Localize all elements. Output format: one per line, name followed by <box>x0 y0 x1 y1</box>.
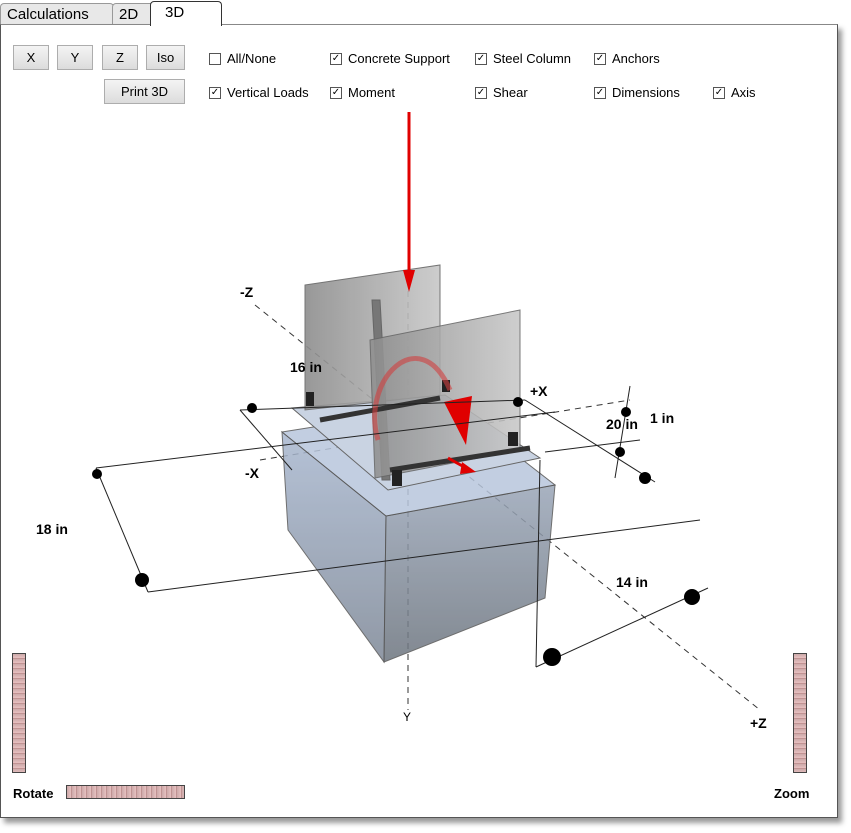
view-x-button[interactable]: X <box>13 45 49 70</box>
axis-label-pos-x: +X <box>530 383 548 399</box>
checkbox-dimensions[interactable]: ✓Dimensions <box>594 85 680 100</box>
checkbox-label: Vertical Loads <box>227 85 309 100</box>
checkbox-axis[interactable]: ✓Axis <box>713 85 756 100</box>
checkbox-label: Dimensions <box>612 85 680 100</box>
axis-label-y: Y <box>403 710 412 724</box>
tilt-slider[interactable] <box>12 653 26 773</box>
checkbox-anchors[interactable]: ✓Anchors <box>594 51 660 66</box>
dimension-20-in: 20 in <box>606 416 638 432</box>
checkbox-label: Axis <box>731 85 756 100</box>
zoom-slider[interactable] <box>793 653 807 773</box>
checkbox-all-none[interactable]: All/None <box>209 51 276 66</box>
view-z-button[interactable]: Z <box>102 45 138 70</box>
dimension-18-in: 18 in <box>36 521 68 537</box>
tab-calculations[interactable]: Calculations <box>0 3 114 25</box>
axis-label-neg-z: -Z <box>240 284 254 300</box>
checkbox-shear[interactable]: ✓Shear <box>475 85 528 100</box>
dimension-16-in: 16 in <box>290 359 322 375</box>
checkbox-label: Shear <box>493 85 528 100</box>
checkbox-moment[interactable]: ✓Moment <box>330 85 395 100</box>
checkbox-label: Anchors <box>612 51 660 66</box>
checkbox-label: Concrete Support <box>348 51 450 66</box>
print-3d-button[interactable]: Print 3D <box>104 79 185 104</box>
checkbox-label: Steel Column <box>493 51 572 66</box>
dimension-1-in: 1 in <box>650 410 675 426</box>
checkbox-steel-column[interactable]: ✓Steel Column <box>475 51 572 66</box>
checkbox-concrete-support[interactable]: ✓Concrete Support <box>330 51 450 66</box>
view-y-button[interactable]: Y <box>57 45 93 70</box>
axis-label-pos-z: +Z <box>750 715 767 731</box>
rotate-label: Rotate <box>13 786 54 801</box>
tab-3d[interactable]: 3D <box>150 1 222 26</box>
checkbox-label: All/None <box>227 51 277 66</box>
view-iso-button[interactable]: Iso <box>146 45 185 70</box>
axis-label-neg-x: -X <box>245 465 259 481</box>
dimension-14-in: 14 in <box>616 574 648 590</box>
3d-view-panel: X Y Z Iso Print 3D All/None ✓Concrete Su… <box>0 24 838 818</box>
zoom-label: Zoom <box>774 786 810 801</box>
checkbox-label: Moment <box>348 85 395 100</box>
checkbox-vertical-loads[interactable]: ✓Vertical Loads <box>209 85 309 100</box>
rotate-slider[interactable] <box>66 785 185 799</box>
